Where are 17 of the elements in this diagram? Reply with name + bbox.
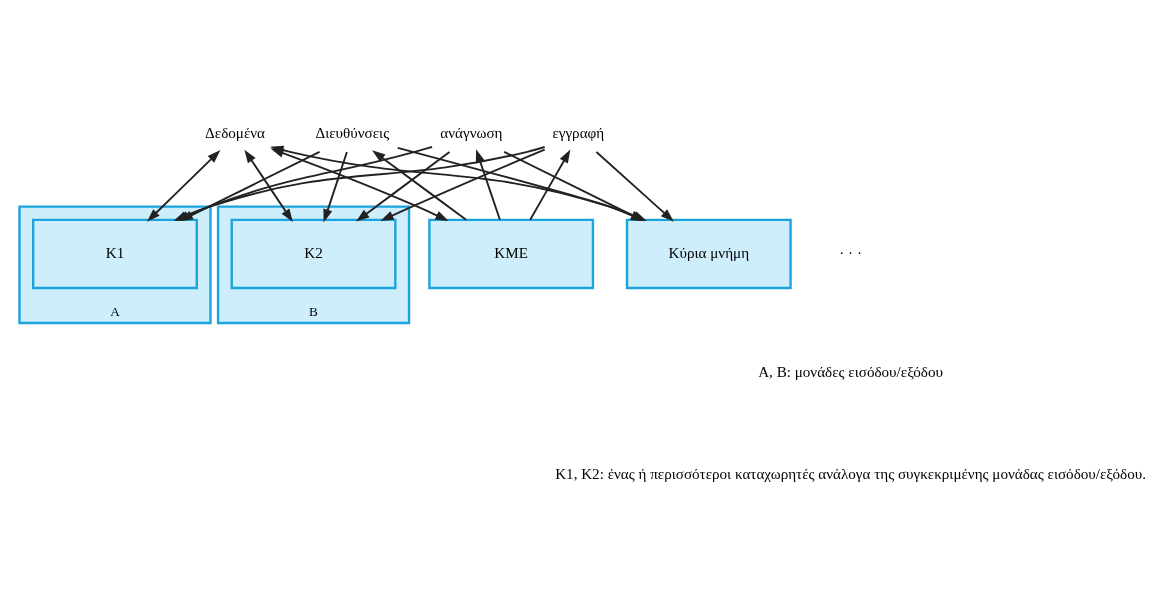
- arrow: [372, 150, 468, 221]
- label: · · ·: [839, 244, 862, 261]
- arrow: [529, 149, 571, 221]
- arrow: [380, 148, 546, 222]
- label: A, B: μονάδες εισόδου/εξόδου: [758, 363, 944, 380]
- node-box: Κύρια μνήμη: [625, 218, 792, 290]
- arrow: [323, 151, 348, 223]
- node-text: Διευθύνσεις: [315, 125, 390, 142]
- node-box: K2: [230, 218, 397, 290]
- arrow: [475, 149, 501, 221]
- label: K1, K2: ένας ή περισσότεροι καταχωρητές ανάλογα της συγκεκριμένης μονάδας εισόδου/εξόδου.: [555, 465, 1147, 482]
- node-box: ΚΜΕ: [428, 218, 595, 290]
- node-box: K1: [32, 218, 198, 290]
- node-text: εγγραφή: [552, 125, 605, 142]
- node-text: Δεδομένα: [205, 125, 266, 142]
- arrow: [356, 151, 451, 222]
- node-text: ανάγνωση: [440, 125, 503, 142]
